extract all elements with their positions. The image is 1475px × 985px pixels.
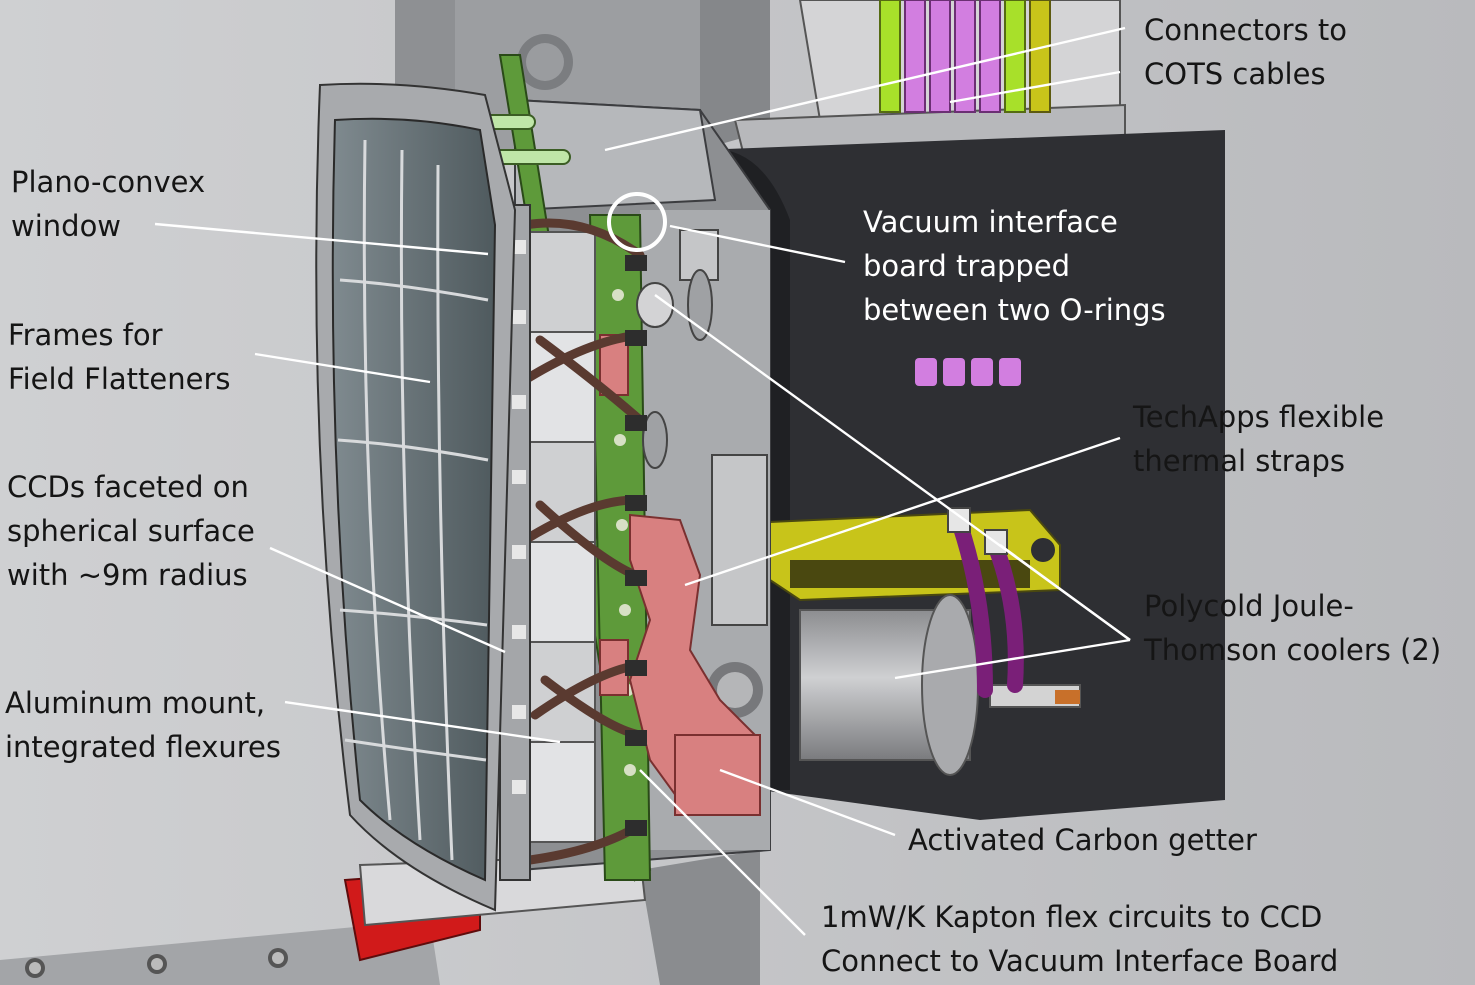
callout-leader-lines: [154, 26, 1131, 936]
label-vacuum-line-1: Vacuum interface: [863, 205, 1118, 239]
label-plano-convex-window: Plano-convex window: [11, 160, 205, 248]
label-kapton-line-2: Connect to Vacuum Interface Board: [821, 944, 1339, 978]
cooler-bracket: [769, 508, 1061, 602]
label-frames-for-field-flatteners: Frames for Field Flatteners: [8, 313, 231, 401]
lower-structure: [0, 850, 760, 985]
label-aluminum-mount: Aluminum mount, integrated flexures: [5, 681, 281, 769]
label-vacuum-line-3: between two O-rings: [863, 293, 1166, 327]
label-activated-carbon-getter: Activated Carbon getter: [908, 818, 1257, 862]
label-kapton-line-1: 1mW/K Kapton flex circuits to CCD: [821, 900, 1323, 934]
label-aluminum-line-1: Aluminum mount,: [5, 686, 266, 720]
label-polycold-line-2: Thomson coolers (2): [1144, 633, 1442, 667]
label-techapps-line-1: TechApps flexible: [1133, 400, 1385, 434]
label-polycold-line-1: Polycold Joule-: [1144, 589, 1354, 623]
label-plano-line-1: Plano-convex: [11, 165, 206, 199]
label-ccds-line-3: with ~9m radius: [7, 558, 248, 592]
label-kapton-flex-circuits: 1mW/K Kapton flex circuits to CCD Connec…: [821, 895, 1338, 983]
label-frames-line-2: Field Flatteners: [8, 362, 231, 396]
label-polycold-coolers: Polycold Joule- Thomson coolers (2): [1144, 584, 1441, 672]
label-ccds-line-1: CCDs faceted on: [7, 470, 249, 504]
connector-clips: [625, 255, 647, 836]
label-connectors-to-cots-cables: Connectors to COTS cables: [1144, 8, 1347, 96]
label-techapps-thermal-straps: TechApps flexible thermal straps: [1133, 395, 1384, 483]
label-techapps-line-2: thermal straps: [1133, 444, 1345, 478]
label-connectors-line-2: COTS cables: [1144, 57, 1326, 91]
label-ccds-faceted: CCDs faceted on spherical surface with ~…: [7, 465, 255, 597]
label-getter-line-1: Activated Carbon getter: [908, 823, 1257, 857]
plano-convex-window: [315, 82, 517, 912]
label-ccds-line-2: spherical surface: [7, 514, 255, 548]
label-aluminum-line-2: integrated flexures: [5, 730, 281, 764]
o-ring-highlight-circle: [607, 192, 667, 252]
label-frames-line-1: Frames for: [8, 318, 163, 352]
cooler-lines: [947, 507, 1024, 698]
jt-cooler: [799, 594, 1081, 776]
label-connectors-line-1: Connectors to: [1144, 13, 1348, 47]
label-vacuum-interface-board: Vacuum interface board trapped between t…: [863, 200, 1166, 332]
label-plano-line-2: window: [11, 209, 122, 243]
label-vacuum-line-2: board trapped: [863, 249, 1071, 283]
